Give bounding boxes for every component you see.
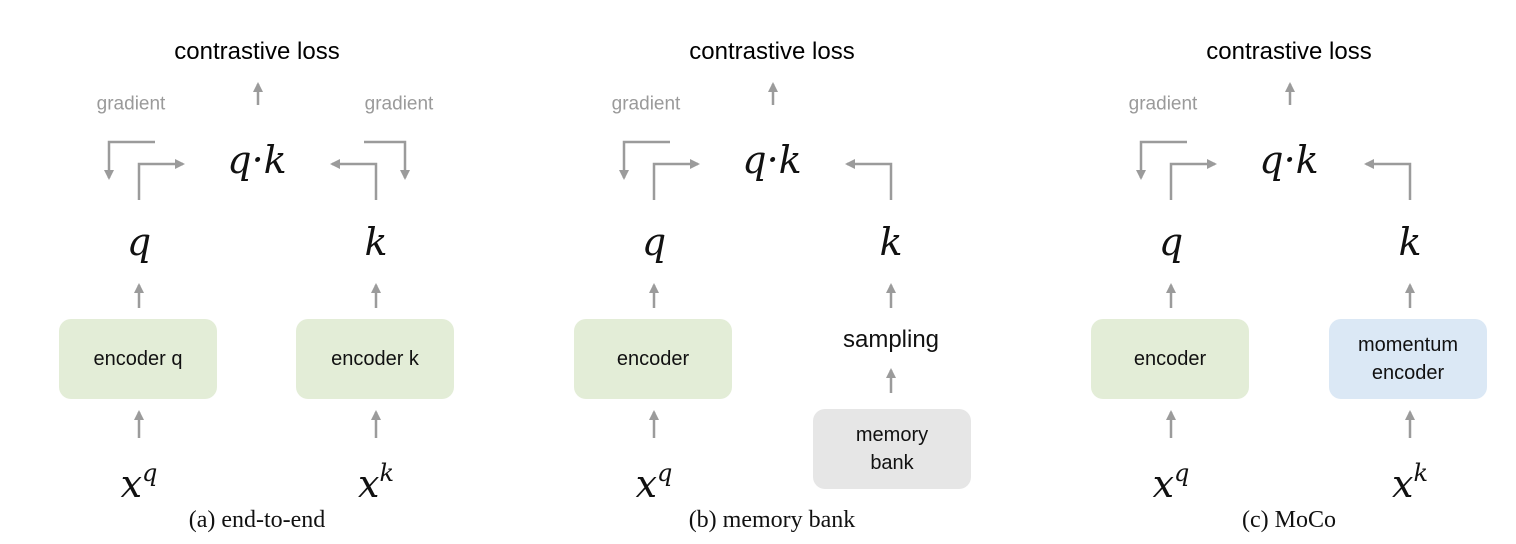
xq-input: xq	[121, 461, 158, 503]
panel-moco: contrastive loss gradient q·k q k encode…	[1032, 0, 1516, 544]
xq-input: xq	[1153, 461, 1190, 503]
panel-end-to-end: contrastive loss gradient gradient q·k q…	[0, 0, 505, 544]
caption-b: (b) memory bank	[688, 507, 856, 533]
xq-input: xq	[636, 461, 673, 503]
arrow-q-to-qk	[652, 159, 700, 200]
arrow-gradient-right	[364, 140, 410, 180]
encoder-label: encoder	[1133, 348, 1207, 370]
q-symbol: q	[126, 220, 152, 264]
gradient-label-left: gradient	[96, 93, 166, 115]
loss-label: contrastive loss	[1206, 38, 1372, 65]
qk-dot-product: q·k	[742, 138, 802, 182]
panel-b-arrows	[619, 82, 896, 438]
gradient-label-right: gradient	[364, 93, 434, 115]
k-symbol: k	[879, 220, 903, 264]
caption-c: (c) MoCo	[1242, 507, 1336, 533]
x-base: x	[1392, 462, 1414, 506]
x-base: x	[635, 462, 658, 506]
sampling-label: sampling	[842, 326, 940, 353]
encoder-k-label: encoder k	[331, 348, 419, 370]
arrow-k-to-qk	[1364, 159, 1412, 200]
q-superscript: q	[657, 459, 673, 487]
xk-input: xk	[1392, 461, 1428, 503]
q-superscript: q	[1174, 459, 1190, 487]
arrow-gradient-left	[1136, 140, 1187, 180]
arrow-gradient-left	[619, 140, 670, 180]
k-symbol: k	[1398, 220, 1422, 264]
encoder-label: encoder	[616, 348, 690, 370]
qk-dot-product: q·k	[227, 138, 287, 182]
caption-a: (a) end-to-end	[188, 507, 326, 533]
encoder-box: encoder	[1091, 319, 1249, 399]
memory-bank-label: memory bank	[855, 424, 929, 474]
gradient-label-left: gradient	[1128, 93, 1198, 115]
encoder-q-label: encoder q	[93, 348, 183, 370]
panel-a-arrows	[104, 82, 410, 438]
arrow-q-to-qk	[1169, 159, 1217, 200]
x-base: x	[120, 462, 143, 506]
encoder-box: encoder	[574, 319, 732, 399]
arrow-k-to-qk	[330, 159, 378, 200]
loss-label: contrastive loss	[689, 38, 855, 65]
encoder-q-box: encoder q	[59, 319, 217, 399]
xk-input: xk	[358, 461, 394, 503]
arrow-q-to-qk	[137, 159, 185, 200]
loss-label: contrastive loss	[174, 38, 340, 65]
k-superscript: k	[1413, 459, 1428, 487]
gradient-label-left: gradient	[611, 93, 681, 115]
q-superscript: q	[142, 459, 158, 487]
arrow-gradient-left	[104, 140, 155, 180]
momentum-encoder-box: momentum encoder	[1329, 319, 1487, 399]
encoder-k-box: encoder k	[296, 319, 454, 399]
x-base: x	[1152, 462, 1175, 506]
q-symbol: q	[1158, 220, 1184, 264]
momentum-encoder-label: momentum encoder	[1357, 334, 1459, 384]
panel-memory-bank: contrastive loss gradient q·k q k encode…	[515, 0, 1020, 544]
qk-dot-product: q·k	[1259, 138, 1319, 182]
k-symbol: k	[364, 220, 388, 264]
x-base: x	[358, 462, 380, 506]
memory-bank-box: memory bank	[813, 409, 971, 489]
k-superscript: k	[379, 459, 394, 487]
panel-c-arrows	[1136, 82, 1415, 438]
arrow-k-to-qk	[845, 159, 893, 200]
q-symbol: q	[641, 220, 667, 264]
